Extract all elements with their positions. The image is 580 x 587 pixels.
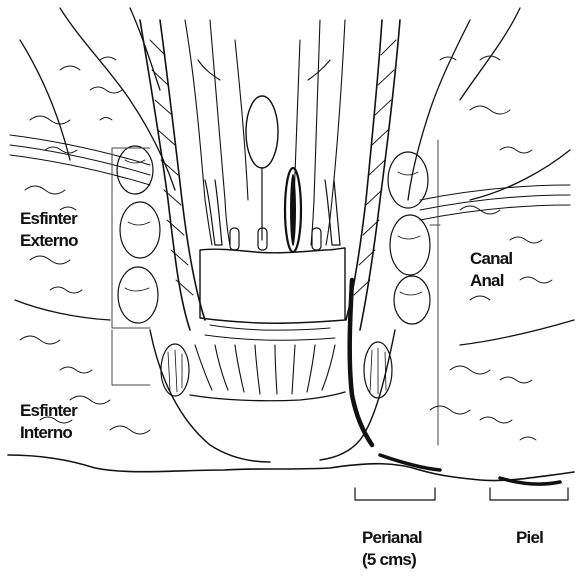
left-external-sphincter [117, 146, 160, 323]
anal-canal-label: Canal Anal [470, 248, 512, 292]
right-rectal-wall [346, 20, 400, 330]
perianal-bracket [355, 488, 435, 500]
perianal-label-line1: Perianal [362, 527, 422, 549]
internal-sphincter-label-line1: Esfinter [20, 400, 77, 422]
internal-sphincter-bracket [112, 330, 150, 385]
skin-bracket [490, 488, 568, 500]
anal-canal-bracket [430, 140, 440, 445]
skin-contours [8, 8, 574, 481]
external-sphincter-label-line1: Esfinter [20, 208, 78, 230]
anal-canal-label-line1: Canal [470, 248, 512, 270]
anal-canal-label-line2: Anal [470, 270, 512, 292]
dentate-black-line [350, 280, 372, 445]
rectal-folds [185, 20, 345, 245]
left-verge-curve [150, 330, 270, 462]
levator-fibres [10, 135, 570, 220]
anal-canal-lumen [200, 248, 345, 340]
right-external-sphincter [388, 152, 430, 324]
lower-anal-folds [190, 345, 345, 401]
hemorrhoid-oval [246, 96, 278, 168]
skin-label-text: Piel [516, 527, 543, 549]
skin-label: Piel [516, 527, 543, 549]
right-internal-sphincter [364, 342, 392, 398]
skin-dark-margin [500, 478, 560, 484]
internal-sphincter-label: Esfinter Interno [20, 400, 77, 444]
internal-sphincter-label-line2: Interno [20, 422, 77, 444]
perianal-label: Perianal (5 cms) [362, 527, 422, 571]
left-internal-sphincter [161, 344, 189, 396]
perianal-label-line2: (5 cms) [362, 549, 422, 571]
external-sphincter-label: Esfinter Externo [20, 208, 78, 252]
external-sphincter-label-line2: Externo [20, 230, 78, 252]
